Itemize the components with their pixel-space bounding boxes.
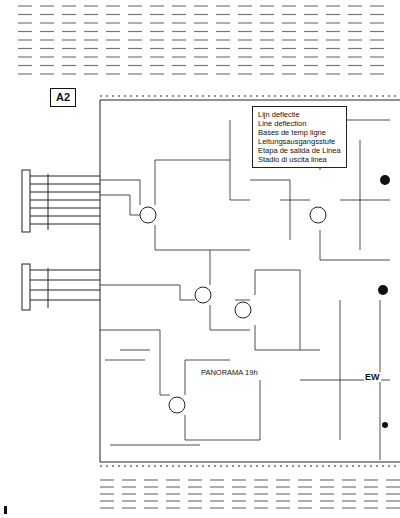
frame (100, 96, 400, 466)
signal-label: EW (364, 372, 381, 382)
sheet-tag: A2 (50, 88, 76, 107)
junction-dots (4, 175, 390, 514)
title-line: Leitungsausgangsstufe (258, 137, 341, 146)
title-line: Line deflection (258, 119, 341, 128)
title-line: Lijn deflectie (258, 110, 341, 119)
block-label: PANORAMA 19h (200, 368, 259, 377)
wires (100, 120, 390, 460)
title-box: Lijn deflectieLine deflectionBases de te… (252, 106, 347, 168)
title-line: Etapa de salida de Linea (258, 146, 341, 155)
sheet-number: A2 (56, 91, 70, 104)
title-line: Stadio di uscita linea (258, 155, 341, 164)
connector-strips (22, 170, 100, 310)
parts-table-texture (18, 6, 400, 508)
title-line: Bases de temp ligne (258, 128, 341, 137)
transistor-symbols (140, 207, 326, 413)
